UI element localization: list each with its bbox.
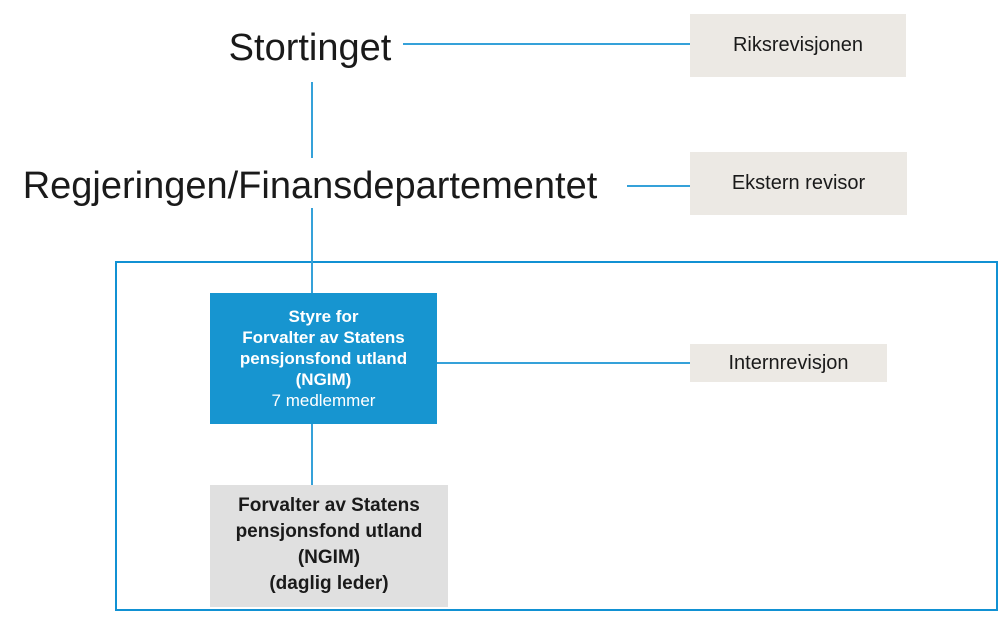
node-riksrevisjonen: Riksrevisjonen [690,14,906,77]
node-internrevisjon: Internrevisjon [690,344,887,382]
riksrevisjonen-label: Riksrevisjonen [732,34,864,56]
ekstern-revisor-label: Ekstern revisor [731,172,866,194]
node-ekstern-revisor: Ekstern revisor [690,152,907,215]
styre-line-3: pensjonsfond utland [239,349,408,368]
forvalter-line-3: (NGIM) [297,547,361,568]
connector-stortinget-regjeringen [311,82,313,158]
ngim-boundary-box [115,261,998,611]
heading-regjeringen: Regjeringen/Finansdepartementet [22,165,598,207]
heading-stortinget: Stortinget [228,27,392,69]
node-styre: Styre for Forvalter av Statens pensjonsf… [210,293,437,424]
forvalter-line-4: (daglig leder) [269,573,389,594]
connector-styre-internrevisjon [437,362,690,364]
forvalter-line-2: pensjonsfond utland [235,521,423,542]
styre-line-4: (NGIM) [295,370,352,389]
connector-regjeringen-ekstern-revisor [627,185,690,187]
connector-regjeringen-styre [311,208,313,293]
styre-line-2: Forvalter av Statens [242,328,405,347]
forvalter-line-1: Forvalter av Statens [238,495,420,516]
styre-subline: 7 medlemmer [271,391,376,410]
connector-stortinget-riksrevisjonen [403,43,690,45]
internrevisjon-label: Internrevisjon [728,351,849,374]
styre-line-1: Styre for [288,307,359,326]
connector-styre-forvalter [311,424,313,485]
node-forvalter: Forvalter av Statens pensjonsfond utland… [210,485,448,607]
